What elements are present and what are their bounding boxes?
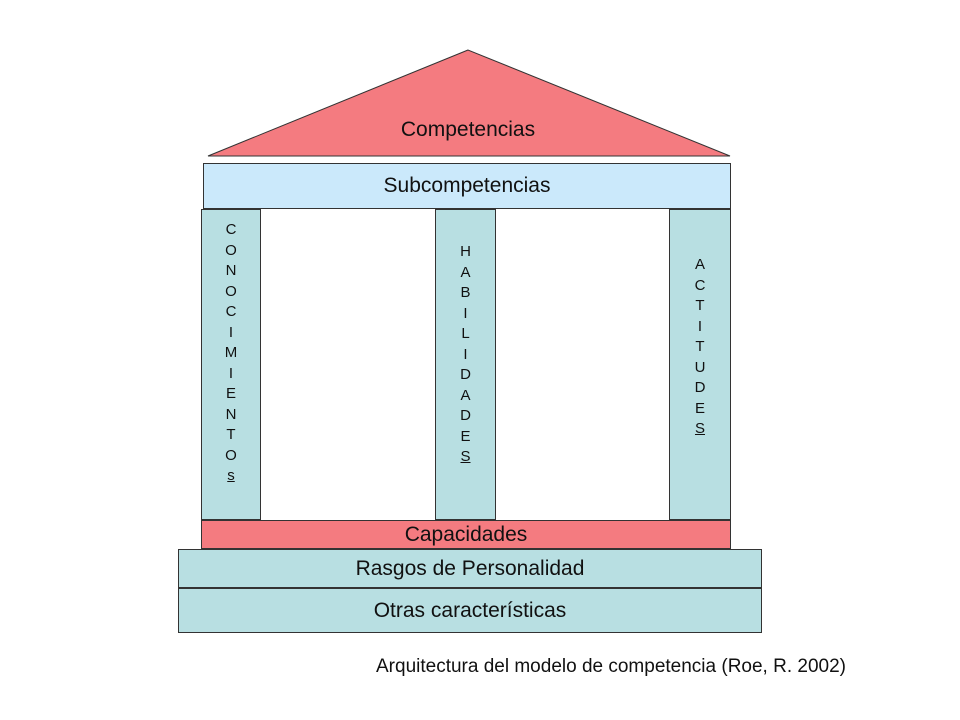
pillar-letter: I [463,345,468,363]
pillar-letter: O [225,282,237,300]
otras-label: Otras características [373,598,567,622]
capacidades-label: Capacidades [404,522,528,546]
pillar-letter: O [225,446,237,464]
otras-band: Otras características [178,588,762,633]
pillar-letter: A [460,263,471,281]
pillar-letter: H [460,243,471,260]
pillar-letter: s [227,467,235,484]
pillar-letter: D [460,366,471,383]
pillar-letter: I [697,317,703,335]
pillar-letter: U [694,358,706,376]
pillar-letter: D [460,407,471,424]
capacidades-band: Capacidades [201,520,731,549]
caption: Arquitectura del modelo de competencia (… [376,656,846,677]
pillar-letter: A [460,386,471,404]
pillar-letter: E [460,427,471,445]
pillar-letter: I [228,364,234,382]
pillar-letter: N [225,262,237,279]
pillar-letter: I [463,304,468,322]
rasgos-band: Rasgos de Personalidad [178,549,762,588]
rasgos-label: Rasgos de Personalidad [355,556,585,580]
pillar-letter: N [225,405,237,423]
pillar-letter: T [695,338,705,355]
pillar-letter: M [224,344,238,361]
pillar-letter: S [694,420,705,437]
pillar-letter: I [228,323,234,341]
architrave-band: Subcompetencias [203,163,731,209]
roof-label: Competencias [400,118,536,141]
pillar-letter: B [460,284,471,301]
pillar-letter: E [694,399,705,417]
roof-triangle [207,49,731,157]
pillar-letter: C [694,276,706,294]
pillar-letter: D [694,379,706,396]
pillar-letter: T [226,426,236,443]
pillar-letter: C [225,221,237,238]
pillar-letter: L [461,325,470,342]
pillar-letter: O [225,241,237,259]
pillar-letter: C [225,303,237,320]
pillar-letter: E [225,385,236,402]
pillar-letter: S [460,448,471,465]
pillar-letter: A [694,256,705,273]
architrave-label: Subcompetencias [383,174,551,197]
pillar-letter: T [695,297,705,314]
